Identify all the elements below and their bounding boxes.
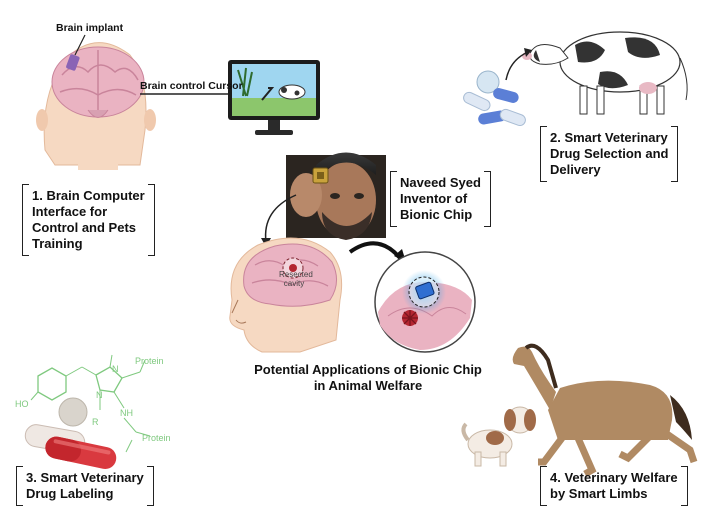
resected-label-line2: cavity [283,279,305,288]
resected-label-line1: Resected [279,270,313,279]
drug-selection-line-2: Drug Selection and [550,146,669,161]
resected-cavity-lesion [289,264,297,272]
title-line-2: in Animal Welfare [313,378,423,393]
drug-selection-line-1: 2. Smart Veterinary [550,130,668,145]
inventor-line-2: Inventor of [400,191,468,206]
pills-illustration [463,70,526,127]
computer-monitor [228,60,320,135]
bci-text-box: 1. Brain Computer Interface for Control … [22,184,155,256]
inventor-line-3: Bionic Chip [400,207,473,222]
bracket-right [146,466,154,506]
bracket-right [671,126,679,182]
limbs-line-2: by Smart Limbs [550,486,648,501]
resected-cavity-label: Resected cavity [279,270,313,288]
bracket-right [680,466,688,506]
horse-illustration [512,343,698,478]
ho-label: HO [15,399,29,409]
drug-selection-line-3: Delivery [550,162,601,177]
photo-to-head-arrow [264,194,297,243]
bracket-right [147,184,155,256]
dog-illustration [461,406,536,467]
inventor-photo [286,152,386,240]
bracket-left [16,466,23,506]
pills-and-capsule [24,397,117,469]
pills-to-cow-arrow-head [524,48,532,57]
bracket-left [390,171,397,227]
drug-selection-text-box: 2. Smart Veterinary Drug Selection and D… [540,126,679,182]
r-label: R [92,417,99,427]
cow-illustration [522,31,688,115]
brain-implant-label: Brain implant [56,22,124,34]
labeling-line-1: 3. Smart Veterinary [26,470,144,485]
nh-label: NH [120,408,133,418]
brain-implant-chip [66,54,80,71]
title-line-1: Potential Applications of Bionic Chip [254,362,482,377]
bci-line-1: 1. Brain Computer [32,188,145,203]
brain-control-cursor-label: Brain control Cursor [140,80,243,92]
n-bottom-label: N [96,390,103,400]
bci-line-4: Training [32,236,83,251]
zoomed-brain-circle [374,251,476,353]
n-top-label: N [112,364,119,374]
inventor-line-1: Naveed Syed [400,175,481,190]
brain-implant-pointer [74,34,86,56]
diagram-title: Potential Applications of Bionic Chip in… [228,362,508,394]
protein-top-label: Protein [135,356,164,366]
limbs-text-box: 4. Veterinary Welfare by Smart Limbs [540,466,688,506]
bracket-right [483,171,491,227]
bracket-left [22,184,29,256]
inventor-text-box: Naveed Syed Inventor of Bionic Chip [390,171,491,227]
zoom-arrow [348,241,402,260]
bracket-left [540,126,547,182]
pills-to-cow-arrow [505,51,529,81]
labeling-text-box: 3. Smart Veterinary Drug Labeling [16,466,154,506]
central-head-illustration [229,237,343,353]
labeling-line-2: Drug Labeling [26,486,114,501]
protein-bottom-label: Protein [142,433,171,443]
chemical-structure [30,354,151,453]
limbs-line-1: 4. Veterinary Welfare [550,470,678,485]
bracket-left [540,466,547,506]
bci-line-3: Control and Pets [32,220,137,235]
bci-line-2: Interface for [32,204,108,219]
bci-head-illustration [36,42,156,170]
